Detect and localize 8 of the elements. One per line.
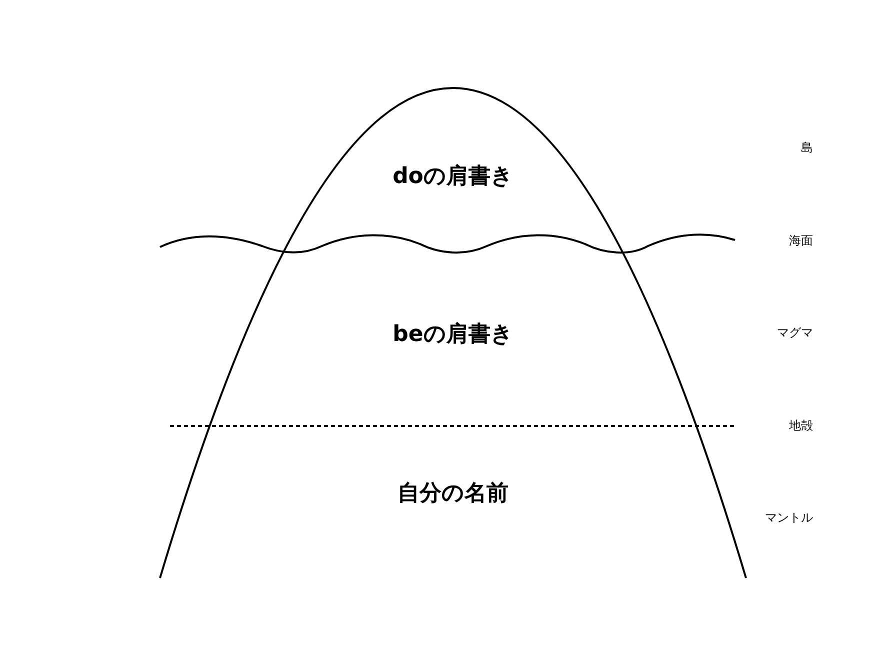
layer-label: 海面 bbox=[789, 232, 813, 250]
region-label: doの肩書き bbox=[392, 162, 514, 191]
layer-label: マントル bbox=[765, 510, 813, 526]
layer-label: マグマ bbox=[777, 324, 813, 342]
region-label: beの肩書き bbox=[392, 320, 514, 349]
region-label: 自分の名前 bbox=[398, 480, 508, 508]
layer-label: 地殻 bbox=[789, 418, 813, 434]
layer-label: 島 bbox=[801, 140, 813, 156]
